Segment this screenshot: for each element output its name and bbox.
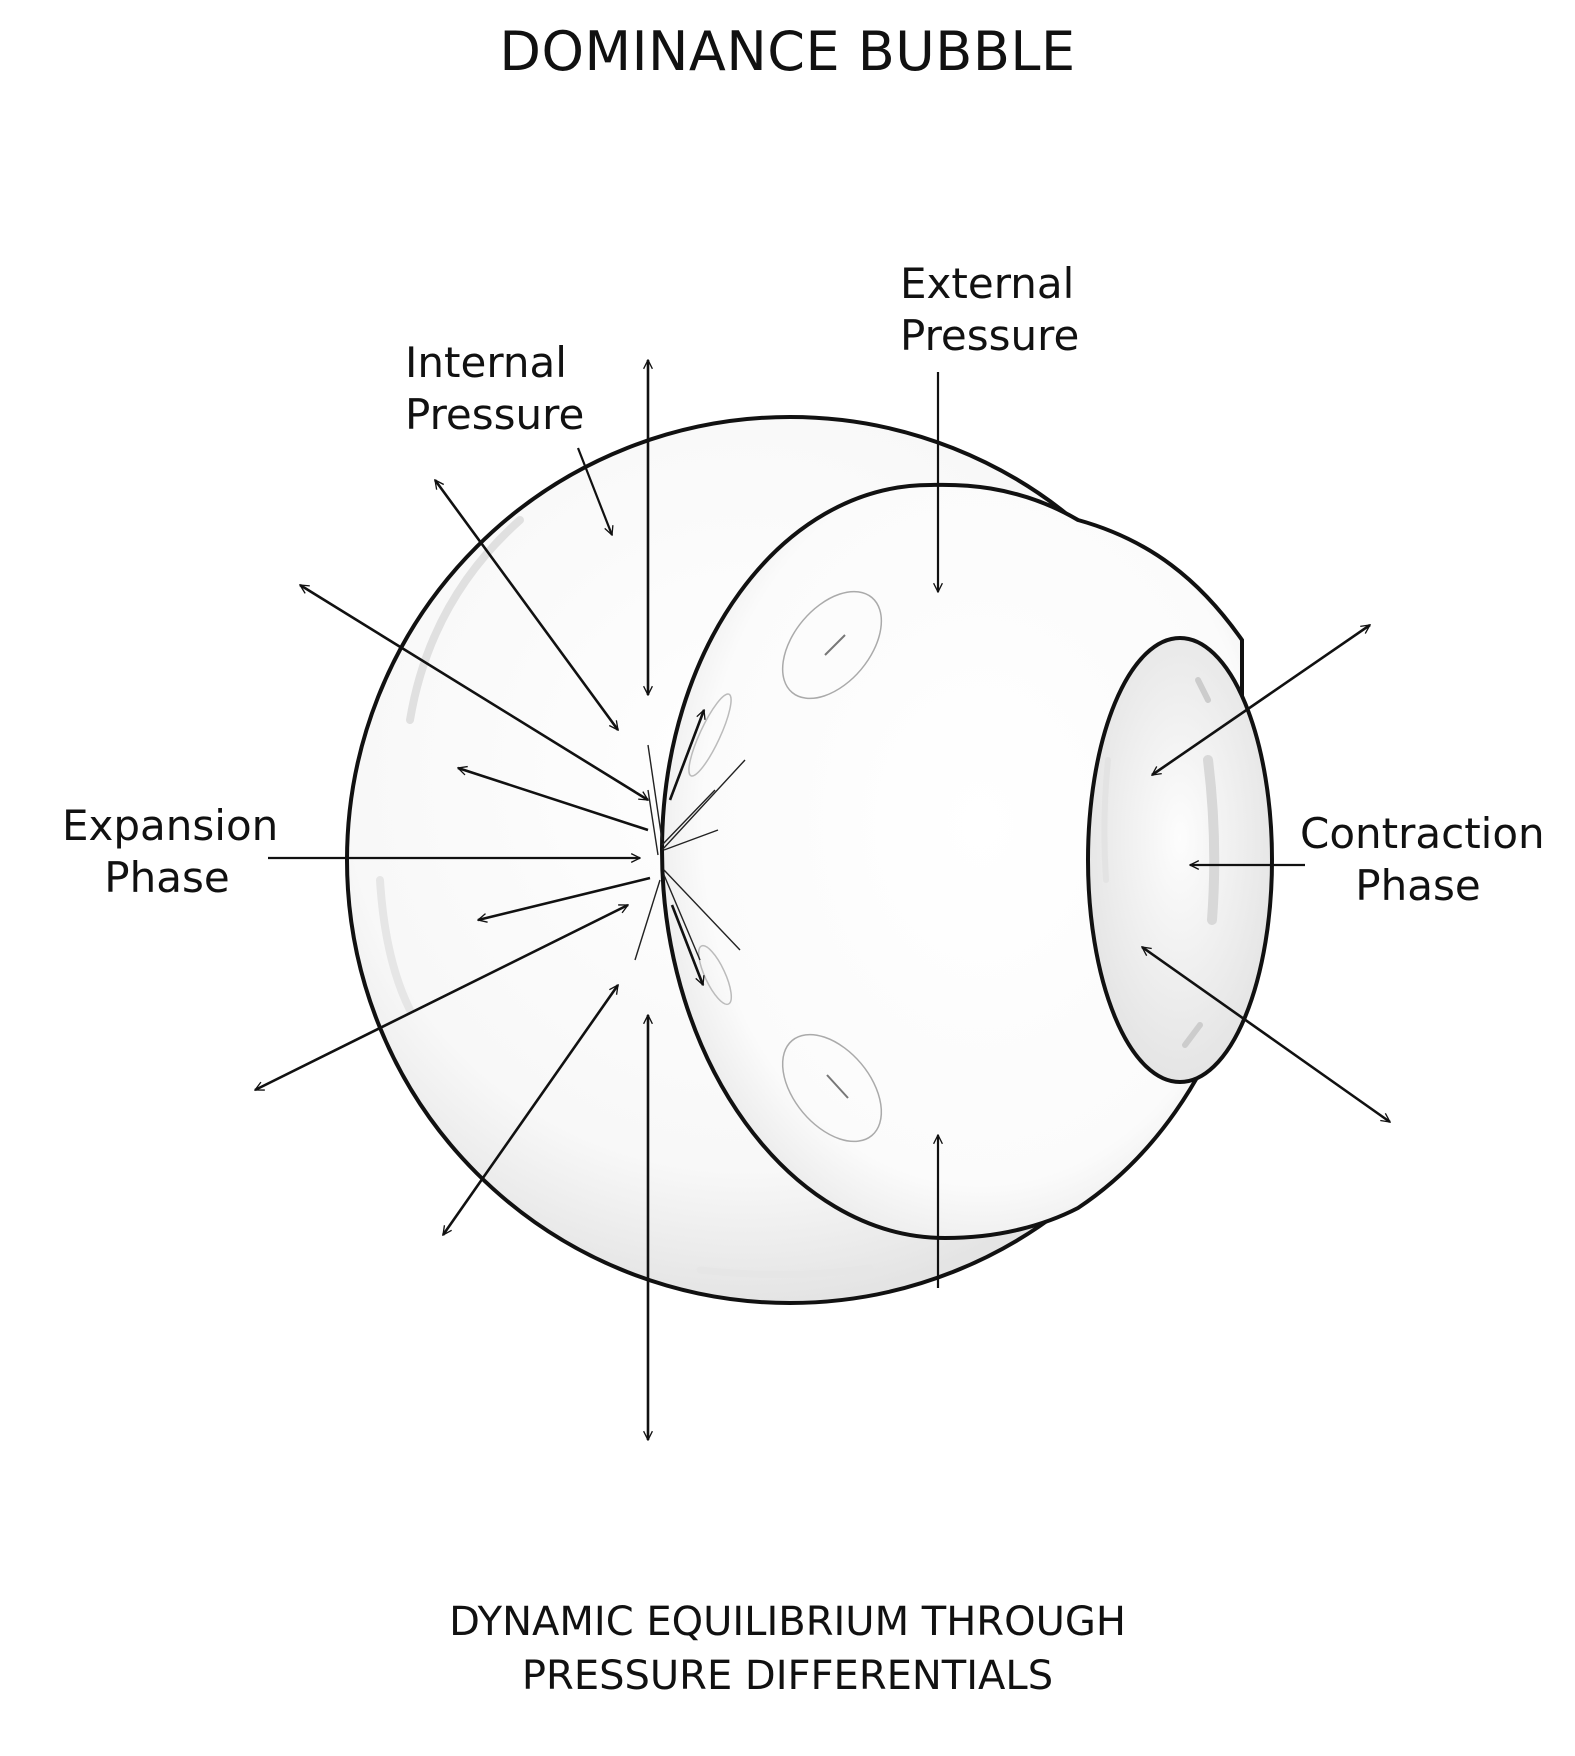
arrow-upper-left-2 [300,583,648,802]
inner-reflection [781,590,883,700]
expansion-arrows [255,360,704,1440]
arrow-left-1 [458,768,649,832]
caption-line-2: PRESSURE DIFFERENTIALS [521,1653,1054,1699]
label-expansion-phase: Expansion Phase [62,801,279,902]
diagram-title: DOMINANCE BUBBLE [499,20,1076,83]
arrow-lower-left-1 [255,903,628,1092]
outer-rim-highlight [696,1264,874,1279]
small-bubble [1086,636,1274,1084]
arrow-lower-right [1142,945,1390,1124]
arrow-inner-down [670,904,703,985]
caption: DYNAMIC EQUILIBRIUM THROUGH PRESSURE DIF… [0,1595,1575,1703]
inner-reflection-streak [826,1074,849,1099]
small-bubble-highlight [1203,755,1220,925]
arrow-lower-left-2 [441,985,620,1235]
label-external-pressure: External Pressure [900,259,1080,360]
burst-lines [634,744,746,961]
inner-reflection [781,1033,883,1143]
small-bubble-highlight [1101,757,1111,883]
inner-reflection [688,693,732,777]
arrow-upper-right [1152,623,1370,777]
internal-pressure-pointer [576,447,612,535]
label-internal-pressure: Internal Pressure [405,338,585,439]
contraction-arrows [1142,623,1390,1124]
arrow-inner-up [668,710,704,801]
inner-reflection [697,944,733,1006]
pointer-arrows [268,372,1305,1288]
label-contraction-phase: Contraction Phase [1300,809,1545,910]
inner-reflection-streak [824,634,846,656]
caption-line-1: DYNAMIC EQUILIBRIUM THROUGH [449,1599,1126,1645]
